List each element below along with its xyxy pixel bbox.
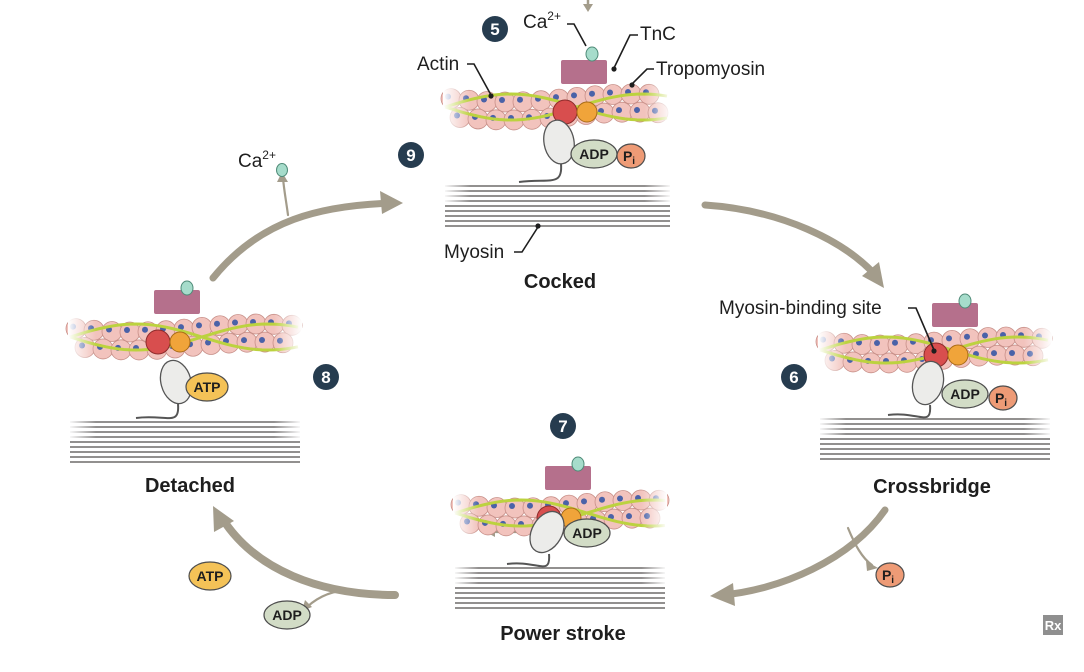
svg-text:ADP: ADP (272, 607, 302, 623)
label-actin: Actin (417, 54, 494, 99)
label-ca-top: Ca2+ (523, 9, 599, 62)
actin-leader (467, 63, 492, 96)
arrow-detached-to-cocked (209, 199, 399, 282)
svg-text:ATP: ATP (194, 379, 221, 395)
svg-text:Myosin: Myosin (444, 242, 504, 263)
arrowhead-to-detached (213, 506, 234, 532)
svg-text:8: 8 (321, 368, 330, 387)
pill-adp-power-stroke: ADP (563, 518, 611, 548)
arrowhead-to-crossbridge (862, 262, 884, 288)
pill-pi-crossbridge: Pi (988, 385, 1018, 411)
ca-ion-top (585, 46, 599, 62)
svg-text:9: 9 (406, 146, 415, 165)
svg-text:ADP: ADP (950, 386, 980, 402)
arrow-cocked-to-crossbridge (701, 201, 882, 282)
svg-text:TnC: TnC (640, 24, 676, 45)
svg-text:6: 6 (789, 368, 798, 387)
label-tnc: TnC (611, 24, 676, 72)
svg-text:ADP: ADP (579, 146, 609, 162)
arrowhead-to-powerstroke (710, 583, 735, 606)
step-badge-7: 7 (550, 413, 576, 439)
arrowhead-pi-release (866, 561, 878, 571)
tropomyosin-leader (631, 68, 654, 85)
state-detached (65, 280, 303, 463)
state-cocked (440, 52, 672, 227)
myosin-leader (514, 226, 539, 253)
rx-logo: Rx (1043, 615, 1063, 635)
label-myosin-binding-site: Myosin-binding site (719, 298, 937, 354)
svg-text:Tropomyosin: Tropomyosin (656, 59, 765, 80)
svg-text:Pi: Pi (623, 148, 635, 167)
binding-site-leader (908, 307, 935, 351)
svg-text:Pi: Pi (995, 390, 1007, 409)
pi-release-arrow (846, 526, 874, 567)
pill-adp-cocked: ADP (570, 139, 618, 169)
adp-release-arrow (305, 588, 354, 609)
svg-text:ADP: ADP (572, 525, 602, 541)
svg-text:Ca2+: Ca2+ (238, 148, 276, 172)
tnc-leader (613, 34, 638, 69)
arrow-powerstroke-to-detached (218, 514, 399, 599)
label-tropomyosin: Tropomyosin (629, 59, 765, 88)
state-power-stroke (450, 456, 670, 609)
pill-pi-cocked: Pi (616, 143, 646, 169)
edge-fade (818, 295, 1052, 435)
svg-text:Actin: Actin (417, 54, 459, 75)
step-badge-5: 5 (482, 16, 508, 42)
pill-atp-detached: ATP (185, 372, 229, 402)
step-badge-9: 9 (398, 142, 424, 168)
svg-text:ATP: ATP (197, 568, 224, 584)
edge-fade (443, 52, 672, 202)
label-myosin: Myosin (444, 223, 541, 263)
pill-adp-released: ADP (263, 600, 311, 630)
edge-fade (68, 282, 302, 438)
ca-release-arrow (281, 176, 290, 217)
svg-text:7: 7 (558, 417, 567, 436)
svg-text:5: 5 (490, 20, 499, 39)
arrowhead-ca-entry (583, 4, 593, 12)
pill-pi-released: Pi (875, 562, 905, 588)
svg-text:Rx: Rx (1045, 618, 1062, 633)
arrowhead-to-cocked (380, 191, 403, 214)
svg-text:Pi: Pi (882, 567, 894, 586)
svg-text:Ca2+: Ca2+ (523, 9, 561, 33)
pill-atp-added: ATP (188, 561, 232, 591)
arrowhead-ca-release (277, 172, 288, 182)
arrow-crossbridge-to-powerstroke (718, 506, 889, 599)
title-detached: Detached (145, 475, 235, 497)
step-badge-6: 6 (781, 364, 807, 390)
title-cocked: Cocked (524, 271, 596, 293)
title-crossbridge: Crossbridge (873, 476, 991, 498)
svg-text:Myosin-binding site: Myosin-binding site (719, 298, 882, 319)
ca-ion-released (276, 163, 288, 177)
edge-fade (453, 458, 667, 584)
pill-adp-crossbridge: ADP (941, 379, 989, 409)
ca-top-leader (567, 23, 587, 47)
cycle-arrows (209, 0, 889, 609)
title-power-stroke: Power stroke (500, 623, 626, 645)
state-crossbridge (815, 293, 1053, 460)
ca-released: Ca2+ (238, 148, 288, 177)
step-badge-8: 8 (313, 364, 339, 390)
